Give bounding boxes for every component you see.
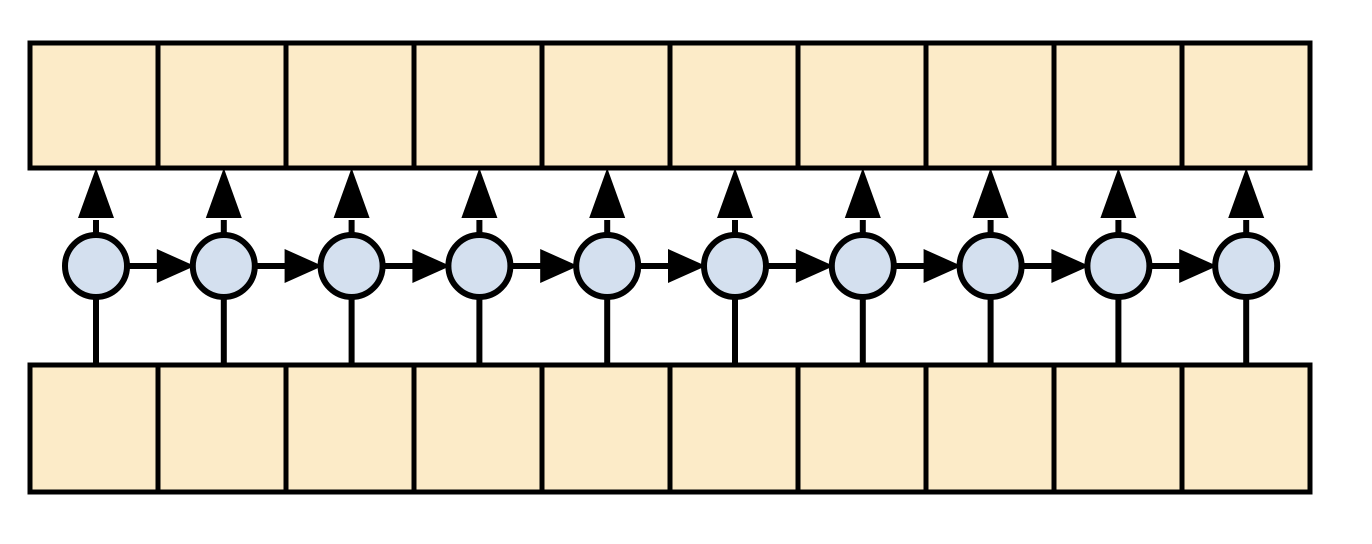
output-cell-4 xyxy=(539,40,673,171)
hidden-state-node-5 xyxy=(701,232,769,300)
input-to-hidden-connections xyxy=(93,297,1250,365)
hidden-to-output-arrowhead-7 xyxy=(972,168,1009,218)
output-sequence-row xyxy=(27,40,1313,171)
recurrent-arrowhead-0 xyxy=(156,249,195,283)
hidden-state-node-3 xyxy=(445,232,514,300)
hidden-to-output-arrowhead-3 xyxy=(461,168,498,218)
hidden-to-output-arrowhead-0 xyxy=(78,168,114,218)
output-outline xyxy=(27,40,1313,171)
input-cell-2 xyxy=(283,362,417,495)
recurrent-arrowhead-4 xyxy=(668,249,706,283)
input-cell-0 xyxy=(27,362,161,495)
recurrent-arrowhead-3 xyxy=(540,249,579,283)
recurrent-arrowhead-5 xyxy=(795,249,834,283)
hidden-to-output-arrowhead-9 xyxy=(1228,168,1265,218)
input-cell-5 xyxy=(667,362,801,495)
output-cell-1 xyxy=(155,40,289,171)
recurrent-arrowhead-7 xyxy=(1051,249,1090,283)
hidden-to-output-arrowhead-2 xyxy=(333,168,370,218)
output-cell-2 xyxy=(283,40,417,171)
hidden-state-node-7 xyxy=(956,232,1025,300)
hidden-state-node-4 xyxy=(573,232,642,300)
output-cell-5 xyxy=(667,40,801,171)
hidden-to-hidden-arrows xyxy=(127,249,1218,283)
recurrent-arrowhead-8 xyxy=(1179,249,1218,283)
recurrent-arrowhead-2 xyxy=(412,249,451,283)
hidden-state-node-0 xyxy=(62,232,130,300)
hidden-state-node-6 xyxy=(828,232,897,300)
output-cell-8 xyxy=(1051,40,1185,171)
hidden-to-output-arrows xyxy=(78,168,1265,235)
recurrent-arrowhead-1 xyxy=(284,249,323,283)
hidden-to-output-arrowhead-1 xyxy=(205,168,242,218)
hidden-state-node-8 xyxy=(1084,232,1153,300)
hidden-state-row xyxy=(62,232,1281,300)
output-cell-7 xyxy=(923,40,1057,171)
input-sequence-row xyxy=(27,362,1313,495)
output-cell-0 xyxy=(27,40,161,171)
recurrent-arrowhead-6 xyxy=(923,249,962,283)
output-cell-6 xyxy=(795,40,929,171)
hidden-state-node-2 xyxy=(317,232,386,300)
output-cell-9 xyxy=(1179,40,1313,171)
input-cell-8 xyxy=(1051,362,1185,495)
hidden-to-output-arrowhead-4 xyxy=(589,168,626,218)
input-cell-6 xyxy=(795,362,929,495)
hidden-state-node-9 xyxy=(1212,232,1281,300)
input-cell-3 xyxy=(411,362,545,495)
input-cell-7 xyxy=(923,362,1057,495)
hidden-to-output-arrowhead-8 xyxy=(1100,168,1137,218)
input-cell-1 xyxy=(155,362,289,495)
hidden-to-output-arrowhead-5 xyxy=(717,168,753,218)
input-cell-4 xyxy=(539,362,673,495)
hidden-state-node-1 xyxy=(189,232,258,300)
input-cell-9 xyxy=(1179,362,1313,495)
output-cell-3 xyxy=(411,40,545,171)
input-outline xyxy=(27,362,1313,495)
hidden-to-output-arrowhead-6 xyxy=(844,168,881,218)
